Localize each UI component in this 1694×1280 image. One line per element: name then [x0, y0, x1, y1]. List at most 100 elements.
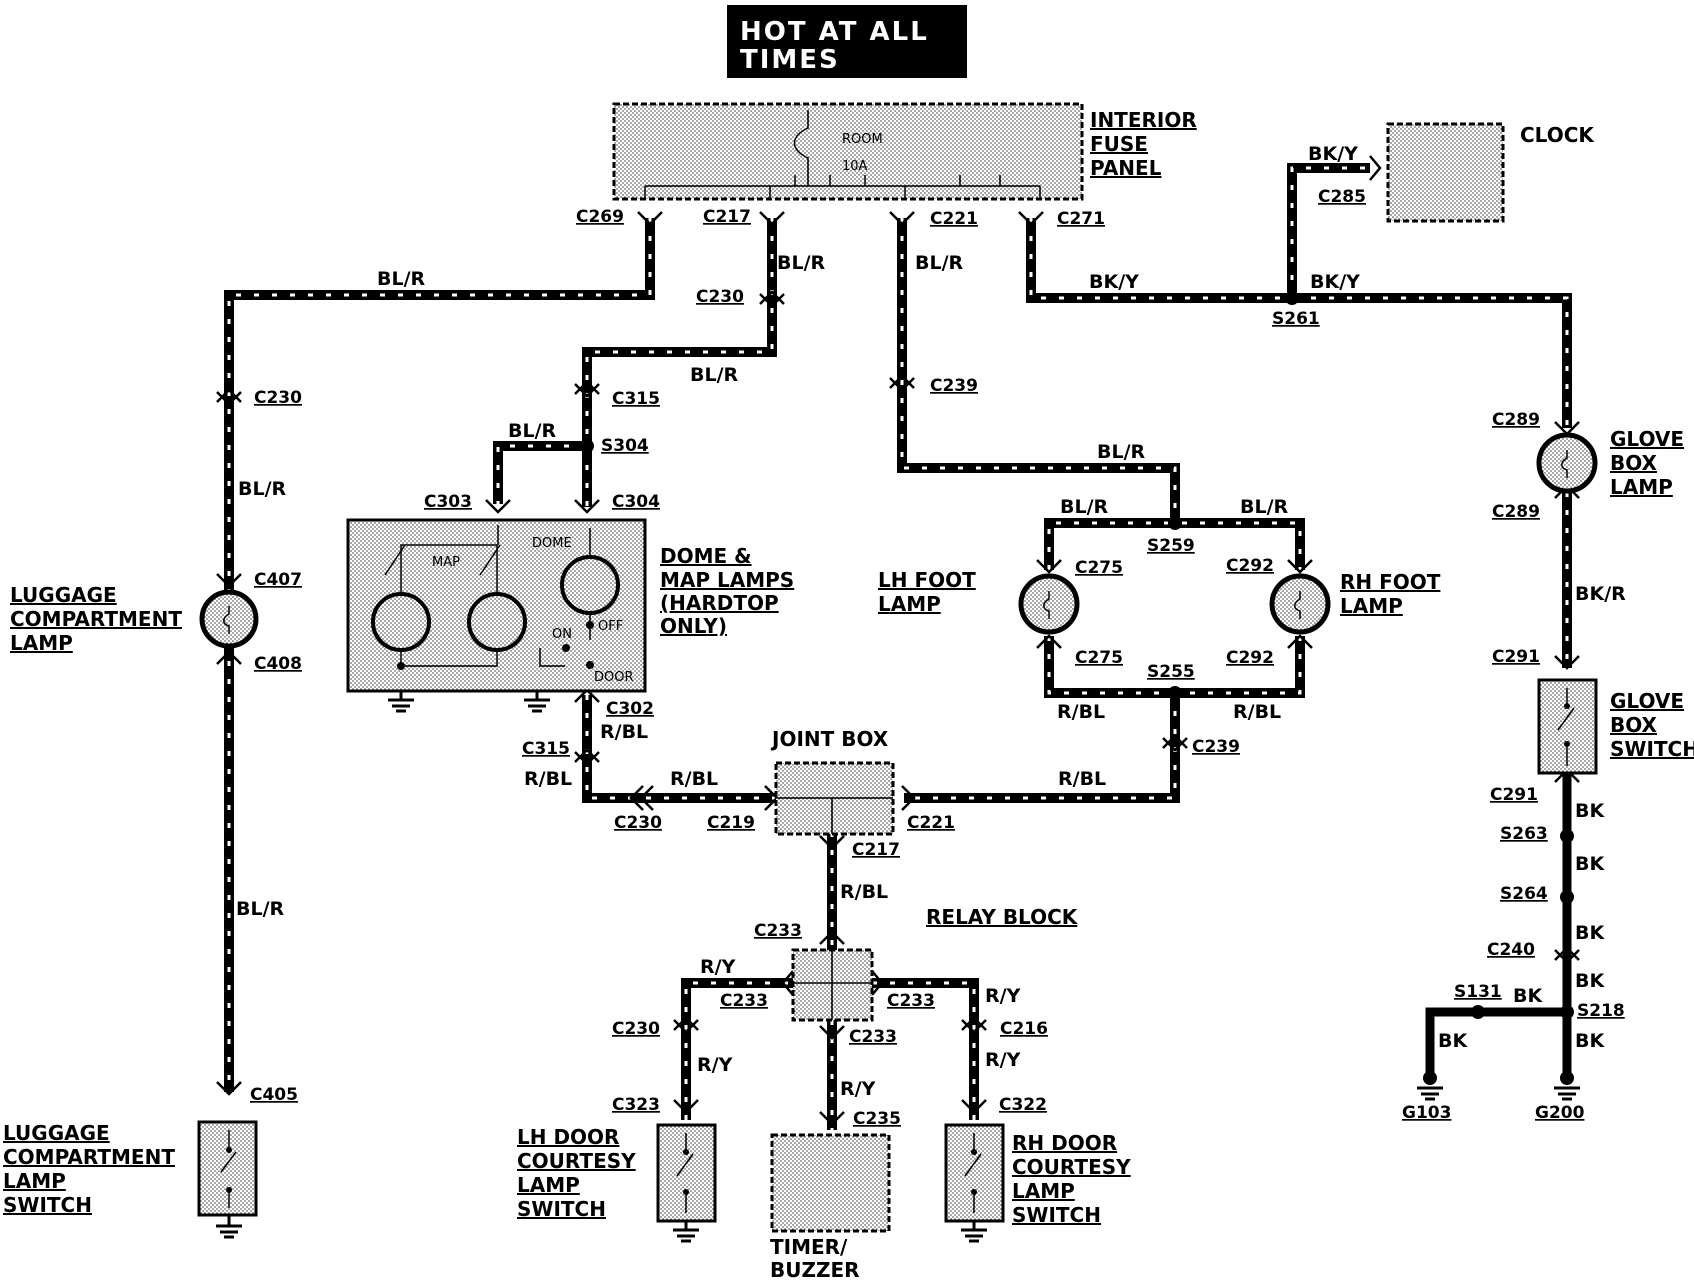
conn-c230-upper: C230 — [696, 287, 744, 307]
conn-c239-top: C239 — [930, 376, 978, 396]
wire-label: BK — [1575, 1030, 1605, 1052]
joint-box: JOINT BOX — [770, 727, 895, 836]
splice-s218-label: S218 — [1577, 1001, 1625, 1021]
ground-g103: G103 — [1402, 1103, 1451, 1123]
rh-foot-label-2: LAMP — [1340, 594, 1403, 618]
dome-map-label-4: ONLY) — [660, 614, 727, 638]
wire-label: BK/R — [1575, 583, 1626, 605]
conn-c405: C405 — [250, 1085, 298, 1105]
rh-door-courtesy-switch: RH DOOR COURTESY LAMP SWITCH — [944, 1123, 1131, 1243]
lh-foot-label-1: LH FOOT — [878, 568, 976, 592]
glove-box-lamp: GLOVE BOX LAMP — [1536, 427, 1684, 499]
lh-door-courtesy-switch: LH DOOR COURTESY LAMP SWITCH — [517, 1123, 717, 1243]
relay-block-label: RELAY BLOCK — [926, 905, 1079, 929]
splice-s304-label: S304 — [601, 436, 649, 456]
ground-symbols: G103 G200 — [1402, 1071, 1585, 1123]
conn-c285: C285 — [1318, 187, 1366, 207]
luggage-compartment-switch: LUGGAGE COMPARTMENT LAMP SWITCH — [3, 1120, 258, 1239]
glove-lamp-label-1: GLOVE — [1610, 427, 1684, 451]
luggage-switch-label-1: LUGGAGE — [3, 1121, 110, 1145]
splice-s261-label: S261 — [1272, 309, 1320, 329]
splice-s263 — [1560, 829, 1574, 843]
luggage-switch-label-2: COMPARTMENT — [3, 1145, 175, 1169]
luggage-lamp-label-2: COMPARTMENT — [10, 607, 182, 631]
conn-c219: C219 — [707, 813, 755, 833]
rh-foot-lamp: RH FOOT LAMP — [1269, 570, 1441, 635]
wire-label: BK — [1438, 1030, 1468, 1052]
wire-label: BK/Y — [1310, 271, 1360, 293]
wire-label: BL/R — [238, 478, 287, 500]
hot-at-all-times-header: HOT AT ALL TIMES — [727, 5, 967, 78]
rh-foot-label-1: RH FOOT — [1340, 570, 1441, 594]
wire-label: BL/R — [690, 364, 739, 386]
wire-label: R/Y — [985, 985, 1021, 1007]
conn-c304: C304 — [612, 492, 660, 512]
clock-label: CLOCK — [1520, 123, 1595, 147]
fuse-room-label: ROOM — [842, 132, 883, 147]
splice-s255 — [1168, 686, 1182, 700]
conn-c235: C235 — [853, 1109, 901, 1129]
wire-label: BL/R — [1240, 496, 1289, 518]
dome-map-label-3: (HARDTOP — [660, 591, 779, 615]
wire-label: BK — [1575, 853, 1605, 875]
conn-c289-top: C289 — [1492, 410, 1540, 430]
timer-label-2: BUZZER — [770, 1258, 860, 1280]
glove-switch-label-1: GLOVE — [1610, 689, 1684, 713]
conn-c221-joint: C221 — [907, 813, 955, 833]
splice-s131-label: S131 — [1454, 982, 1502, 1002]
splice-s261 — [1285, 291, 1299, 305]
conn-c292-bottom: C292 — [1226, 648, 1274, 668]
splice-s304 — [580, 439, 594, 453]
conn-c271: C271 — [1057, 209, 1105, 229]
clock: CLOCK — [1386, 122, 1595, 223]
glove-box-switch: GLOVE BOX SWITCH — [1537, 678, 1694, 775]
luggage-switch-label-3: LAMP — [3, 1169, 66, 1193]
conn-c233-left: C233 — [720, 991, 768, 1011]
joint-box-label: JOINT BOX — [770, 727, 889, 751]
wire-label: BK/Y — [1308, 143, 1358, 165]
splice-s218 — [1560, 1005, 1574, 1019]
fuse-panel-label-2: FUSE — [1090, 132, 1148, 156]
conn-c269: C269 — [576, 207, 624, 227]
conn-c216: C216 — [1000, 1019, 1048, 1039]
interior-fuse-panel: ROOM 10A INTERIOR FUSE PANEL — [612, 102, 1197, 201]
luggage-lamp-label-1: LUGGAGE — [10, 583, 117, 607]
wire-label: BL/R — [508, 420, 557, 442]
connector-labels: C269 C217 C221 C271 C285 C230 C230 C239 … — [250, 187, 1625, 1129]
wire-label: BK/Y — [1089, 271, 1139, 293]
off-label: OFF — [598, 619, 623, 634]
wire-label: R/Y — [700, 956, 736, 978]
splice-s259-label: S259 — [1147, 536, 1195, 556]
conn-c230-relay: C230 — [612, 1019, 660, 1039]
lh-door-label-3: LAMP — [517, 1173, 580, 1197]
fuse-amp-label: 10A — [842, 159, 868, 174]
conn-c239-bottom: C239 — [1192, 737, 1240, 757]
wire-label: R/Y — [840, 1078, 876, 1100]
conn-c230-joint: C230 — [614, 813, 662, 833]
fuse-panel-label-3: PANEL — [1090, 156, 1162, 180]
timer-buzzer: TIMER/ BUZZER — [770, 1133, 891, 1280]
lh-foot-lamp: LH FOOT LAMP — [878, 568, 1080, 635]
wire-label: BK — [1513, 985, 1543, 1007]
wire-label: R/Y — [697, 1054, 733, 1076]
fuse-panel-label-1: INTERIOR — [1090, 108, 1197, 132]
splice-s259 — [1168, 516, 1182, 530]
conn-c221-top: C221 — [930, 209, 978, 229]
conn-c315-lower: C315 — [522, 739, 570, 759]
splice-s255-label: S255 — [1147, 662, 1195, 682]
wire-label: BL/R — [777, 252, 826, 274]
wire-label: BK — [1575, 800, 1605, 822]
conn-c292-top: C292 — [1226, 556, 1274, 576]
rh-door-label-3: LAMP — [1012, 1179, 1075, 1203]
wire-label: R/BL — [670, 768, 718, 790]
wire-label: R/BL — [600, 721, 648, 743]
wire-label: BK — [1575, 922, 1605, 944]
conn-c291-top: C291 — [1492, 647, 1540, 667]
on-label: ON — [552, 627, 572, 642]
conn-c303: C303 — [424, 492, 472, 512]
conn-c407: C407 — [254, 570, 302, 590]
splice-s264-label: S264 — [1500, 884, 1548, 904]
wire-label: BL/R — [236, 898, 285, 920]
wire-label: R/BL — [1233, 701, 1281, 723]
conn-c315-upper: C315 — [612, 389, 660, 409]
